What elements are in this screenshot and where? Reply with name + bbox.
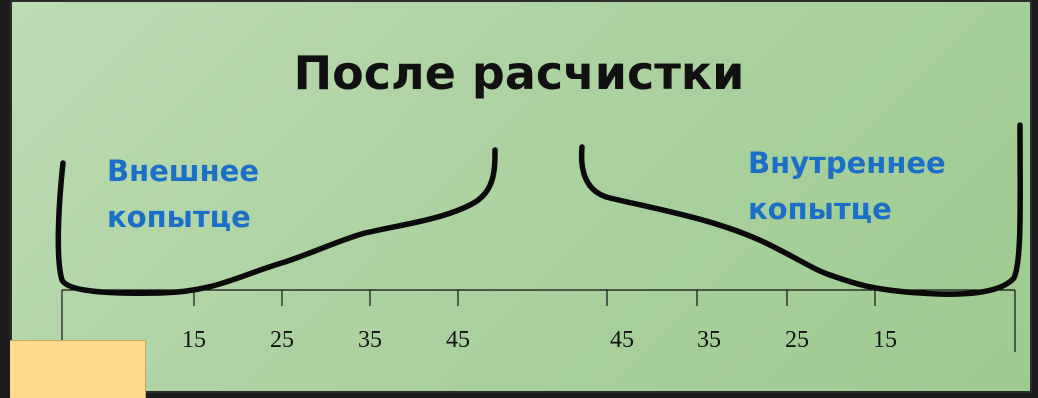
- inner-claw-label-line2: копытце: [748, 192, 892, 227]
- note-box: [10, 340, 146, 398]
- outer-claw-label-line1: Внешнее: [107, 154, 259, 188]
- left-scale: 15 25 35 45: [182, 290, 470, 353]
- inner-claw-label: Внутреннее копытце: [748, 140, 946, 233]
- right-tick-label: 45: [610, 327, 634, 353]
- inner-claw-label-line1: Внутреннее: [748, 146, 946, 180]
- inner-claw-outline: [578, 122, 1023, 297]
- right-scale: 45 35 25 15: [606, 290, 897, 353]
- right-tick-label: 25: [785, 327, 809, 353]
- page-title: После расчистки: [293, 46, 745, 100]
- left-tick-label: 25: [270, 327, 294, 353]
- left-tick-label: 35: [358, 327, 382, 353]
- right-tick-label: 35: [697, 327, 721, 353]
- outer-claw-label-line2: копытце: [107, 200, 251, 235]
- left-tick-label: 45: [446, 327, 470, 353]
- outer-claw-outline: [55, 147, 498, 296]
- outer-claw-label: Внешнее копытце: [107, 148, 259, 241]
- left-tick-label: 15: [182, 327, 206, 353]
- right-tick-label: 15: [873, 327, 897, 353]
- diagram-panel: [10, 0, 1032, 393]
